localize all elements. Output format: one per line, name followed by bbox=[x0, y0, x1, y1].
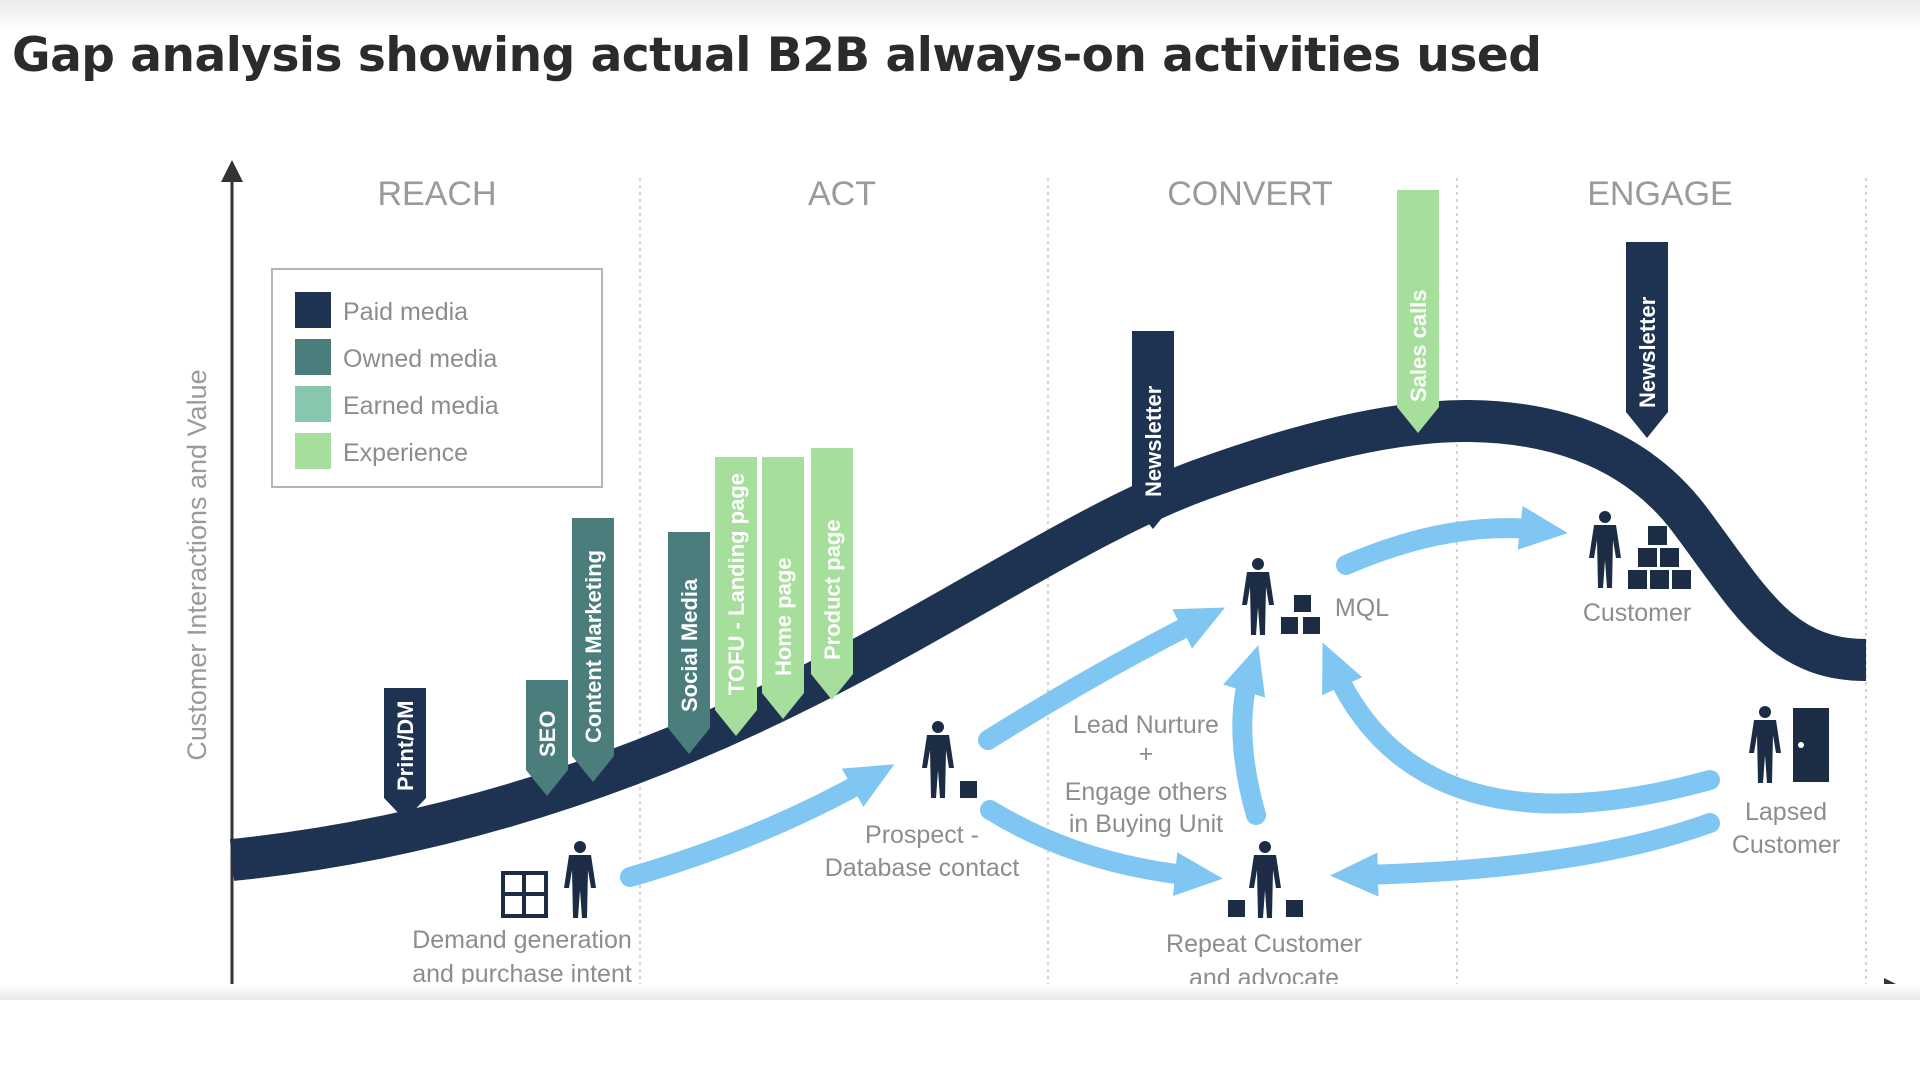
svg-text:Social Media: Social Media bbox=[677, 578, 702, 712]
person-icon bbox=[1589, 511, 1621, 588]
label-prospect-2: Database contact bbox=[825, 854, 1020, 882]
legend-swatch-owned bbox=[295, 339, 331, 375]
flag-seo: SEO bbox=[526, 680, 568, 796]
node-repeat-customer bbox=[1228, 841, 1303, 918]
legend-label-earned: Earned media bbox=[343, 392, 499, 420]
flag-tofu-landing-page: TOFU - Landing page bbox=[715, 457, 757, 736]
arrow-mql-to-customer bbox=[1336, 505, 1568, 575]
label-demand-1: Demand generation bbox=[412, 926, 632, 954]
flag-content-marketing: Content Marketing bbox=[572, 518, 614, 782]
customer-value-curve bbox=[229, 399, 1867, 881]
legend-swatch-paid bbox=[295, 292, 331, 328]
label-repeat-1: Repeat Customer bbox=[1166, 930, 1362, 958]
label-nurture-3: Engage others bbox=[1065, 778, 1228, 806]
label-customer: Customer bbox=[1583, 599, 1691, 627]
label-lapsed-1: Lapsed bbox=[1745, 798, 1827, 826]
person-icon bbox=[922, 721, 954, 798]
page-title: Gap analysis showing actual B2B always-o… bbox=[12, 28, 1542, 83]
node-prospect bbox=[922, 721, 977, 798]
legend-swatch-experience bbox=[295, 433, 331, 469]
flag-sales-calls: Sales calls bbox=[1397, 190, 1439, 433]
bottom-fade bbox=[0, 984, 1920, 1000]
person-icon bbox=[1242, 558, 1274, 635]
label-nurture-4: in Buying Unit bbox=[1069, 810, 1223, 838]
arrow-prospect-to-mql bbox=[978, 607, 1226, 750]
arrow-demand-to-prospect bbox=[620, 764, 895, 887]
flag-social-media: Social Media bbox=[668, 532, 710, 754]
node-mql bbox=[1242, 558, 1320, 635]
flag-print-dm: Print/DM bbox=[384, 688, 426, 820]
flow-arrows bbox=[620, 505, 1720, 897]
person-icon bbox=[1249, 841, 1281, 918]
svg-text:Print/DM: Print/DM bbox=[393, 701, 418, 791]
label-mql: MQL bbox=[1335, 594, 1389, 622]
label-prospect-1: Prospect - bbox=[865, 821, 979, 849]
activity-flags: Print/DM SEO Content Marketing Social Me… bbox=[384, 190, 1668, 820]
flag-newsletter-engage: Newsletter bbox=[1626, 242, 1668, 438]
arrow-lapsed-to-mql bbox=[1322, 642, 1720, 814]
svg-text:Content Marketing: Content Marketing bbox=[581, 550, 606, 743]
legend: Paid media Owned media Earned media Expe… bbox=[271, 268, 603, 488]
legend-label-owned: Owned media bbox=[343, 345, 497, 373]
legend-swatch-earned bbox=[295, 386, 331, 422]
arrow-prospect-to-repeat bbox=[980, 800, 1223, 896]
person-icon bbox=[1749, 706, 1781, 783]
label-demand-2: and purchase intent bbox=[412, 960, 632, 988]
node-lapsed-customer bbox=[1749, 706, 1829, 783]
stage-dividers bbox=[639, 178, 1867, 990]
svg-text:TOFU - Landing page: TOFU - Landing page bbox=[724, 473, 749, 695]
top-bar bbox=[0, 0, 1920, 28]
person-icon bbox=[564, 841, 596, 918]
journey-nodes bbox=[501, 511, 1829, 918]
legend-label-paid: Paid media bbox=[343, 298, 468, 326]
arrow-lapsed-to-repeat bbox=[1330, 813, 1720, 897]
legend-label-experience: Experience bbox=[343, 439, 468, 467]
node-customer bbox=[1589, 511, 1691, 589]
y-axis-label: Customer Interactions and Value bbox=[182, 369, 212, 760]
label-nurture-1: Lead Nurture bbox=[1073, 711, 1219, 739]
node-demand-generation bbox=[501, 841, 596, 918]
svg-text:Home page: Home page bbox=[771, 557, 796, 676]
label-nurture-2: + bbox=[1139, 740, 1154, 768]
arrow-repeat-to-mql bbox=[1223, 645, 1266, 825]
stage-label-reach: REACH bbox=[377, 175, 496, 213]
svg-text:Newsletter: Newsletter bbox=[1141, 385, 1166, 497]
svg-text:Sales calls: Sales calls bbox=[1406, 289, 1431, 402]
box-icon bbox=[960, 781, 977, 798]
flag-newsletter-convert: Newsletter bbox=[1132, 331, 1174, 529]
label-lapsed-2: Customer bbox=[1732, 831, 1840, 859]
flag-product-page: Product page bbox=[811, 448, 853, 700]
flag-home-page: Home page bbox=[762, 457, 804, 719]
stage-label-act: ACT bbox=[808, 175, 876, 213]
svg-text:Product page: Product page bbox=[820, 519, 845, 660]
stage-label-engage: ENGAGE bbox=[1587, 175, 1732, 213]
svg-text:Newsletter: Newsletter bbox=[1635, 296, 1660, 408]
svg-text:SEO: SEO bbox=[535, 711, 560, 757]
stage-label-convert: CONVERT bbox=[1167, 175, 1333, 213]
